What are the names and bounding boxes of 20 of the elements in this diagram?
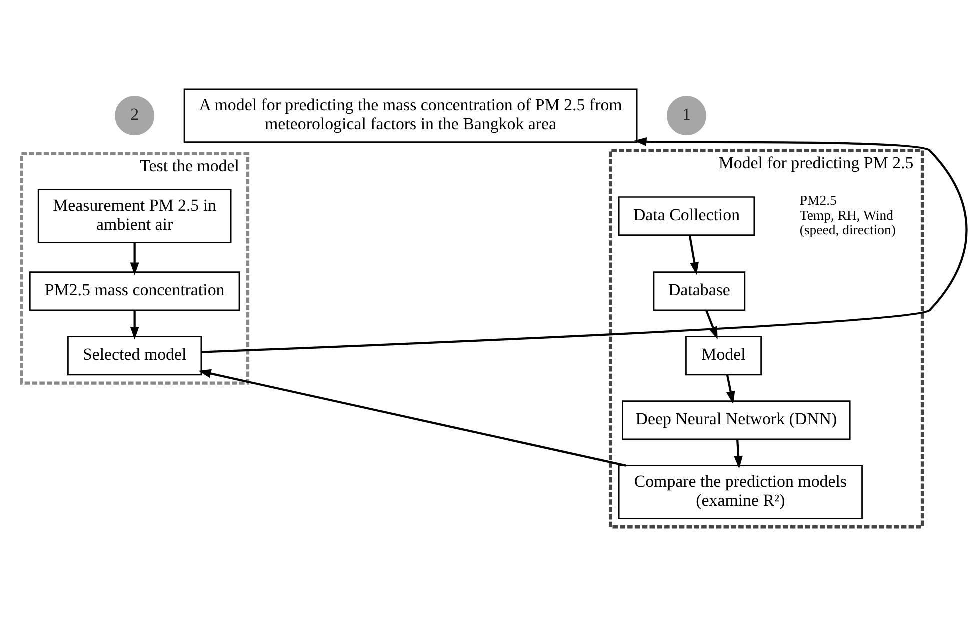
node-box: Database (652, 272, 746, 312)
node-box: Measurement PM 2.5 in ambient air (37, 189, 232, 244)
arrow (201, 137, 968, 354)
node-box: Model (685, 336, 762, 376)
node-circle: 2 (114, 96, 154, 136)
node-box: Compare the prediction models (examine R²) (618, 465, 862, 520)
arrow (688, 235, 698, 276)
arrow (726, 374, 735, 404)
node-box: Data Collection (618, 196, 755, 236)
arrow (130, 242, 139, 276)
node-box: A model for predicting the mass concentration of PM 2.5 from meteorological factors in the Bangkok area (183, 88, 638, 143)
node-box: Selected model (67, 336, 202, 376)
node-circle: 1 (666, 96, 706, 136)
arrow (198, 369, 626, 467)
node-label: PM2.5 (799, 193, 836, 208)
arrow (130, 310, 139, 340)
node-box: PM2.5 mass concentration (28, 272, 240, 312)
node-box: Deep Neural Network (DNN) (622, 400, 850, 440)
node-label: Temp, RH, Wind (speed, direction) (799, 208, 896, 238)
arrow (734, 440, 742, 469)
